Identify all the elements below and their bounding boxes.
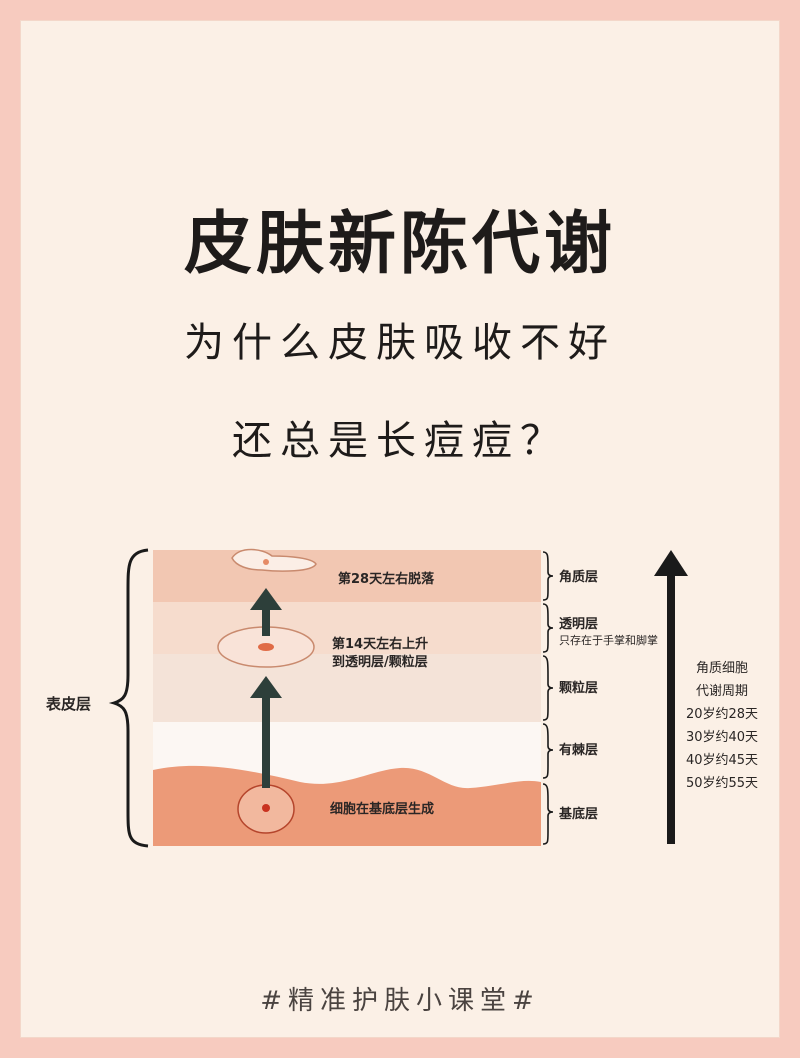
- cycle-title-line-2: 代谢周期: [696, 683, 748, 699]
- layer-note-stratum-lucidum: 只存在于手掌和脚掌: [559, 633, 658, 647]
- layer-band-stratum-granulosum: [153, 654, 541, 722]
- layer-name-stratum-corneum: 角质层: [559, 569, 598, 585]
- shedding-cell: [231, 548, 317, 572]
- upper-arrow-shaft: [262, 606, 270, 636]
- cycle-row: 30岁约40天: [686, 730, 758, 745]
- brace-stratum-granulosum: [542, 655, 554, 721]
- brace-stratum-spinosum: [542, 723, 554, 779]
- layer-band-stratum-corneum: [153, 550, 541, 602]
- stage-label-born: 细胞在基底层生成: [330, 801, 434, 817]
- stage-label-shed: 第28天左右脱落: [338, 571, 435, 587]
- layer-name-stratum-spinosum: 有棘层: [559, 742, 598, 758]
- subtitle-line-1: 为什么皮肤吸收不好: [184, 320, 616, 366]
- subtitle-line-2: 还总是长痘痘？: [232, 418, 568, 464]
- brace-stratum-lucidum: [542, 603, 554, 653]
- stage-label-rise-line-1: 第14天左右上升: [332, 636, 428, 652]
- stage-label-rise-line-2: 到透明层/颗粒层: [332, 654, 428, 670]
- rising-cell-nucleus: [258, 643, 274, 651]
- new-cell-nucleus: [262, 804, 270, 812]
- page-title: 皮肤新陈代谢: [183, 205, 616, 284]
- lower-arrow-head: [250, 676, 282, 698]
- epidermis-label: 表皮层: [46, 695, 91, 713]
- layer-name-stratum-basale: 基底层: [558, 806, 598, 822]
- brace-stratum-corneum: [542, 551, 554, 601]
- layer-name-stratum-granulosum: 颗粒层: [559, 680, 598, 696]
- epidermis-brace: [108, 548, 149, 848]
- cycle-row: 50岁约55天: [686, 776, 758, 791]
- brace-stratum-basale: [542, 783, 554, 845]
- upper-arrow-head: [250, 588, 282, 610]
- layer-name-stratum-lucidum: 透明层: [559, 617, 598, 632]
- footer-hashtag: #精准护肤小课堂#: [260, 986, 540, 1016]
- cycle-row: 20岁约28天: [686, 707, 758, 722]
- cycle-arrow-head: [654, 550, 688, 576]
- shedding-cell-dot: [263, 559, 269, 565]
- cycle-row: 40岁约45天: [686, 753, 758, 768]
- lower-arrow-shaft: [262, 694, 270, 788]
- cycle-arrow-shaft: [667, 572, 675, 844]
- card-background: [20, 20, 780, 1038]
- cycle-title-line-1: 角质细胞: [696, 661, 748, 676]
